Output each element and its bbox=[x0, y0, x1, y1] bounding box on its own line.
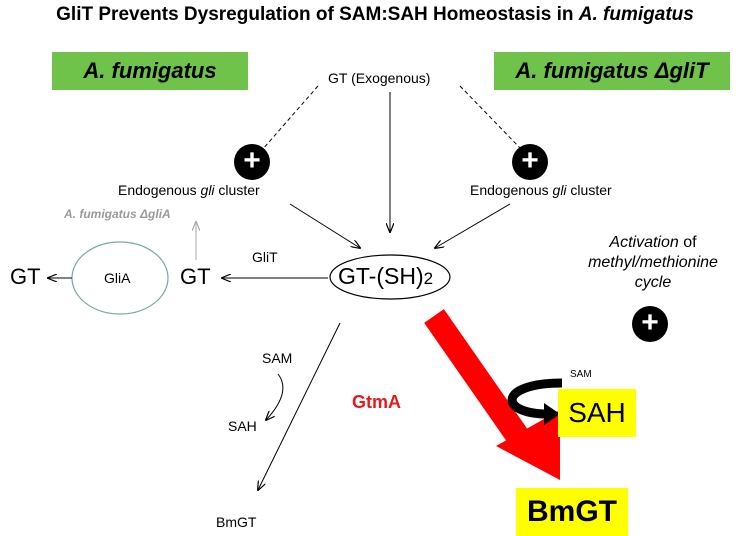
strain-label-left: A. fumigatus bbox=[52, 52, 248, 90]
glia-label: GliA bbox=[104, 270, 131, 286]
endogenous-cluster-left: Endogenous gli cluster bbox=[118, 182, 260, 198]
gtsh2-ellipse bbox=[329, 254, 451, 300]
sah-box: SAH bbox=[558, 389, 636, 437]
deletion-glia-label: A. fumigatus ΔgliA bbox=[64, 207, 171, 221]
strain-label-right: A. fumigatus ΔgliT bbox=[494, 52, 730, 90]
plus-circle-right: + bbox=[512, 144, 548, 180]
gt-far-left: GT bbox=[10, 264, 41, 289]
glit-label: GliT bbox=[252, 249, 278, 265]
dashed-line-right bbox=[459, 85, 521, 149]
arrow-sam-to-sah bbox=[266, 373, 284, 420]
endogenous-cluster-right: Endogenous gli cluster bbox=[470, 182, 612, 198]
gt-sh2-label: GT-(SH)2 bbox=[338, 263, 434, 289]
arrow-endo-left-to-gtsh2 bbox=[289, 203, 360, 248]
red-arrow-shaft bbox=[424, 309, 536, 455]
arrow-endo-right-to-gtsh2 bbox=[435, 203, 511, 248]
curved-black-arrow bbox=[507, 378, 563, 419]
activation-text: Activation of methyl/methionine cycle bbox=[588, 234, 718, 291]
plus-circle-activation: + bbox=[632, 306, 668, 342]
red-arrow-head bbox=[496, 410, 560, 480]
sam-small-label: SAM bbox=[570, 369, 592, 380]
page-title: GliT Prevents Dysregulation of SAM:SAH H… bbox=[56, 4, 694, 25]
plus-circle-left: + bbox=[234, 144, 270, 180]
bmgt-box: BmGT bbox=[516, 488, 628, 536]
sah-label: SAH bbox=[228, 418, 257, 434]
gtma-label: GtmA bbox=[352, 392, 401, 412]
gt-exogenous-label: GT (Exogenous) bbox=[328, 70, 431, 86]
gt-middle: GT bbox=[180, 264, 211, 289]
sam-label: SAM bbox=[262, 350, 293, 366]
bmgt-small-label: BmGT bbox=[216, 514, 257, 530]
curved-black-arrowhead bbox=[544, 403, 560, 425]
arrow-gtsh2-to-bmgt bbox=[258, 322, 341, 490]
dashed-line-left bbox=[261, 85, 319, 151]
